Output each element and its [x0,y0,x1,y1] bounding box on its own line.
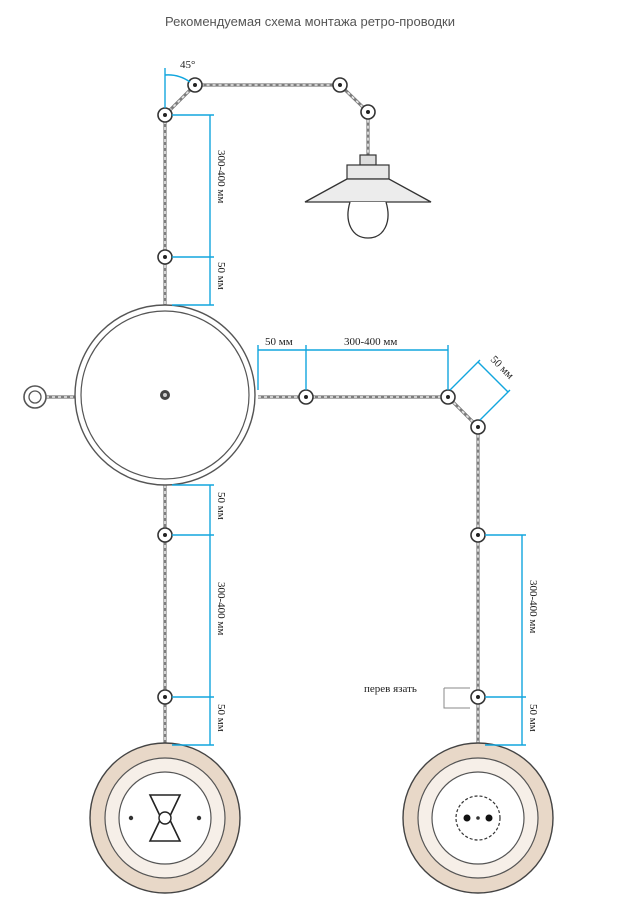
dim-diagonal: 50 мм [488,354,516,382]
dim-right-short: 50 мм [527,704,539,732]
clip [360,104,376,120]
dim-horizontal-short: 50 мм [265,336,293,348]
dim-left-long: 300-400 мм [215,582,227,635]
dim-horizontal-long: 300-400 мм [344,336,397,348]
clip [157,107,173,123]
switch-icon [89,742,241,894]
diagram-title: Рекомендуемая схема монтажа ретро-провод… [164,14,456,29]
clip [157,689,173,705]
ceiling-lamp-icon [304,154,432,239]
clip [470,527,486,543]
dim-top-long: 300-400 мм [215,150,227,203]
clip [157,249,173,265]
dim-left-mid-short: 50 мм [215,492,227,520]
dimension-lines [164,68,526,746]
clip [157,527,173,543]
clip [187,77,203,93]
dim-left-bottom-short: 50 мм [215,704,227,732]
insulator-icon [23,385,47,409]
junction-box-icon [74,304,256,486]
clip [298,389,314,405]
socket-icon [402,742,554,894]
dim-right-long: 300-400 мм [527,580,539,633]
clip [470,419,486,435]
clip [440,389,456,405]
dim-top-short: 50 мм [215,262,227,290]
clip [332,77,348,93]
tie-note: перев язать [364,683,417,695]
clip [470,689,486,705]
angle-label: 45° [180,59,195,71]
